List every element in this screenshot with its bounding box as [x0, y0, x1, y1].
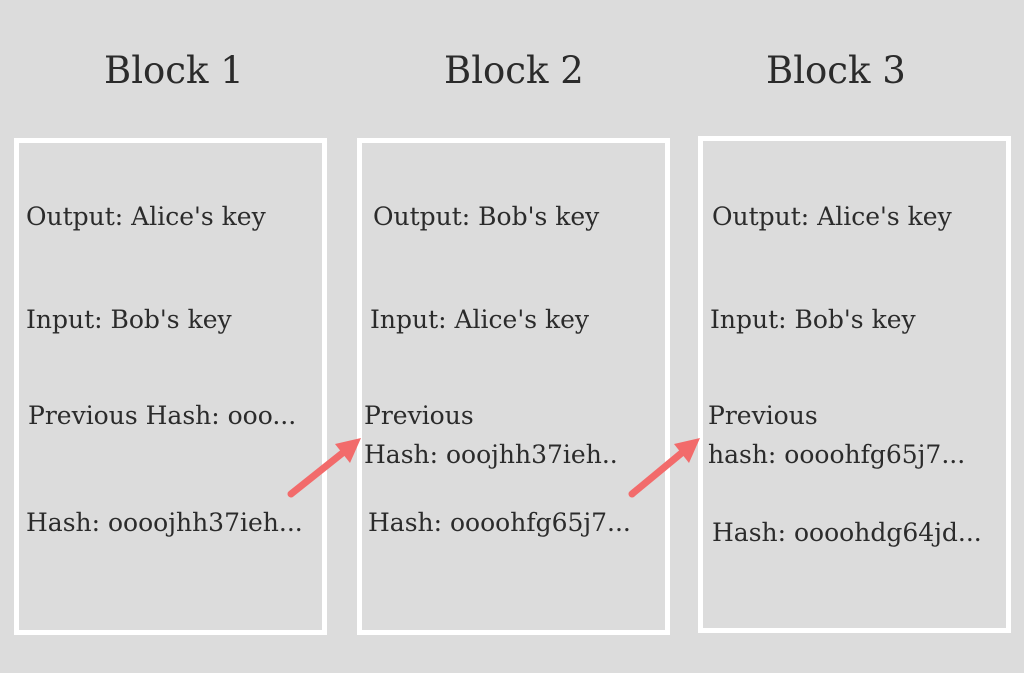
block-2-previous-hash: Previous Hash: ooojhh37ieh.. — [364, 396, 618, 474]
block-3-output: Output: Alice's key — [712, 202, 952, 231]
block-3-box — [698, 136, 1011, 633]
block-3-hash: Hash: oooohdg64jd... — [712, 518, 982, 547]
block-3-previous-hash-line-1: Previous — [708, 401, 818, 430]
block-2-input: Input: Alice's key — [370, 305, 590, 334]
block-2-previous-hash-line-1: Previous — [364, 401, 474, 430]
block-2-title: Block 2 — [444, 49, 584, 92]
block-3-title: Block 3 — [766, 49, 906, 92]
block-1-input: Input: Bob's key — [26, 305, 232, 334]
block-2-output: Output: Bob's key — [373, 202, 600, 231]
block-3-input: Input: Bob's key — [710, 305, 916, 334]
block-1-box — [14, 138, 327, 635]
block-3-previous-hash: Previous hash: oooohfg65j7... — [708, 396, 965, 474]
block-2-previous-hash-line-2: Hash: ooojhh37ieh.. — [364, 440, 618, 469]
block-3-previous-hash-line-2: hash: oooohfg65j7... — [708, 440, 966, 469]
block-1-output: Output: Alice's key — [26, 202, 266, 231]
block-1-title: Block 1 — [104, 49, 244, 92]
block-1-hash: Hash: oooojhh37ieh... — [26, 508, 303, 537]
block-2-hash: Hash: oooohfg65j7... — [368, 508, 631, 537]
block-1-previous-hash: Previous Hash: ooo... — [28, 401, 297, 430]
block-2-box — [357, 138, 670, 635]
